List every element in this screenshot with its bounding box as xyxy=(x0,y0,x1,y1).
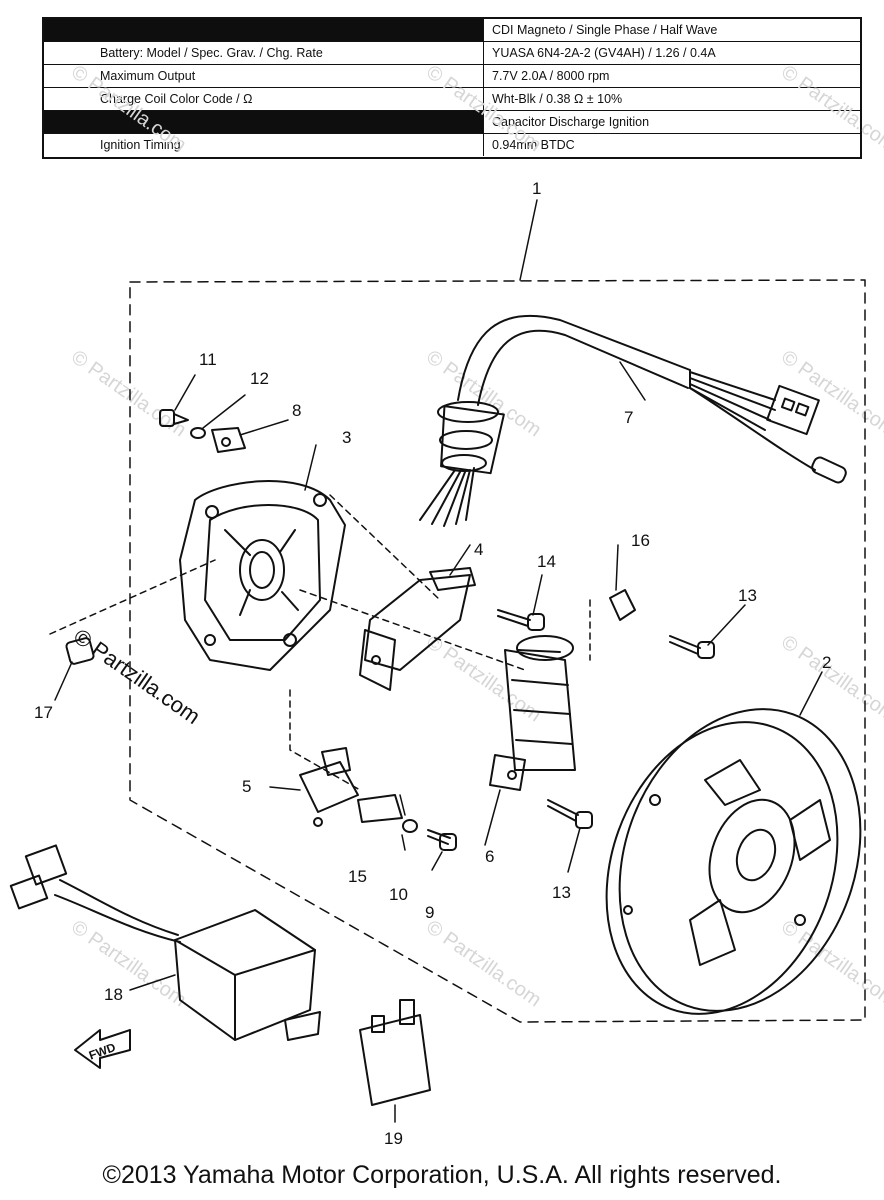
watermark-text: © Partzilla.com xyxy=(67,61,190,156)
screw-13-lower xyxy=(547,799,593,829)
spec-row: Ignition Timing 0.94mm BTDC xyxy=(44,134,860,157)
spec-value: 7.7V 2.0A / 8000 rpm xyxy=(492,69,610,83)
clamp-8 xyxy=(211,427,246,453)
watermark-text: © Partzilla.com xyxy=(422,61,545,156)
callout-8: 8 xyxy=(292,401,301,420)
stator-base-plate xyxy=(179,480,346,671)
washer-10 xyxy=(402,819,418,833)
switch-5 xyxy=(299,747,359,827)
callout-3: 3 xyxy=(342,428,351,447)
spec-value: CDI Magneto / Single Phase / Half Wave xyxy=(492,23,718,37)
watermark-text: © Partzilla.com xyxy=(777,631,884,726)
washer-12 xyxy=(190,427,206,439)
spec-row: Maximum Output 7.7V 2.0A / 8000 rpm xyxy=(44,65,860,88)
watermark-text: © Partzilla.com xyxy=(777,61,884,156)
fwd-arrow-icon: FWD xyxy=(74,1029,131,1069)
callout-10: 10 xyxy=(389,885,408,904)
spec-key: Ignition Timing xyxy=(44,134,484,156)
watermark-text: © Partzilla.com xyxy=(422,346,545,441)
callout-labels: 1 2 3 4 5 6 7 8 9 10 11 12 13 13 14 15 1… xyxy=(34,179,831,1148)
screw-9 xyxy=(427,829,457,851)
watermark-text: © Partzilla.com xyxy=(777,346,884,441)
callout-16: 16 xyxy=(631,531,650,550)
spec-key: Maximum Output xyxy=(44,65,484,87)
callout-2: 2 xyxy=(822,653,831,672)
callout-14: 14 xyxy=(537,552,556,571)
screw-13-upper xyxy=(669,635,715,659)
watermark-text: © Partzilla.com xyxy=(422,631,545,726)
callout-13-lower: 13 xyxy=(552,883,571,902)
charge-coil-6 xyxy=(489,635,576,791)
spec-row: Charge Coil Color Code / Ω Wht-Blk / 0.3… xyxy=(44,88,860,111)
leader-lines xyxy=(49,361,823,1123)
callout-6: 6 xyxy=(485,847,494,866)
spec-value: YUASA 6N4-2A-2 (GV4AH) / 1.26 / 0.4A xyxy=(492,46,716,60)
spec-value: Capacitor Discharge Ignition xyxy=(492,115,650,129)
spec-key: Battery: Model / Spec. Grav. / Chg. Rate xyxy=(44,42,484,64)
part-17 xyxy=(65,637,95,665)
callout-1: 1 xyxy=(532,179,541,198)
callout-17: 17 xyxy=(34,703,53,722)
callout-9: 9 xyxy=(425,903,434,922)
callout-19: 19 xyxy=(384,1129,403,1148)
spec-row: Battery: Model / Spec. Grav. / Chg. Rate… xyxy=(44,42,860,65)
wire-harness xyxy=(419,314,847,527)
callout-18: 18 xyxy=(104,985,123,1004)
watermark-text: © Partzilla.com xyxy=(67,346,190,441)
copyright-footer: ©2013 Yamaha Motor Corporation, U.S.A. A… xyxy=(102,1161,782,1189)
watermark-text: © Partzilla.com xyxy=(422,916,545,1011)
callout-12: 12 xyxy=(250,369,269,388)
fwd-label: FWD xyxy=(87,1040,118,1063)
watermark-layer: © Partzilla.com © Partzilla.com © Partzi… xyxy=(67,61,884,1011)
callout-5: 5 xyxy=(242,777,251,796)
callout-4: 4 xyxy=(474,540,483,559)
spec-key xyxy=(44,111,484,133)
spec-key: Charge Coil Color Code / Ω xyxy=(44,88,484,110)
clamp-16 xyxy=(609,589,636,621)
spec-value: Wht-Blk / 0.38 Ω ± 10% xyxy=(492,92,623,106)
leader-line xyxy=(519,199,538,281)
callout-15: 15 xyxy=(348,867,367,886)
spec-key xyxy=(44,19,484,41)
screw-11 xyxy=(159,409,189,427)
spec-row: CDI Magneto / Single Phase / Half Wave xyxy=(44,19,860,42)
fuse-19 xyxy=(359,999,431,1106)
screw-14 xyxy=(497,609,545,631)
watermark-text: © Partzilla.com xyxy=(67,916,190,1011)
cdi-unit xyxy=(9,844,321,1041)
spec-table: CDI Magneto / Single Phase / Half Wave B… xyxy=(42,17,862,159)
callout-7: 7 xyxy=(624,408,633,427)
spec-value: 0.94mm BTDC xyxy=(492,138,575,152)
spec-row: Capacitor Discharge Ignition xyxy=(44,111,860,134)
flywheel-rotor xyxy=(605,708,862,1015)
callout-11: 11 xyxy=(199,350,217,369)
callout-13-upper: 13 xyxy=(738,586,757,605)
clamp-15 xyxy=(357,794,403,823)
assembly-outline xyxy=(129,279,866,1023)
